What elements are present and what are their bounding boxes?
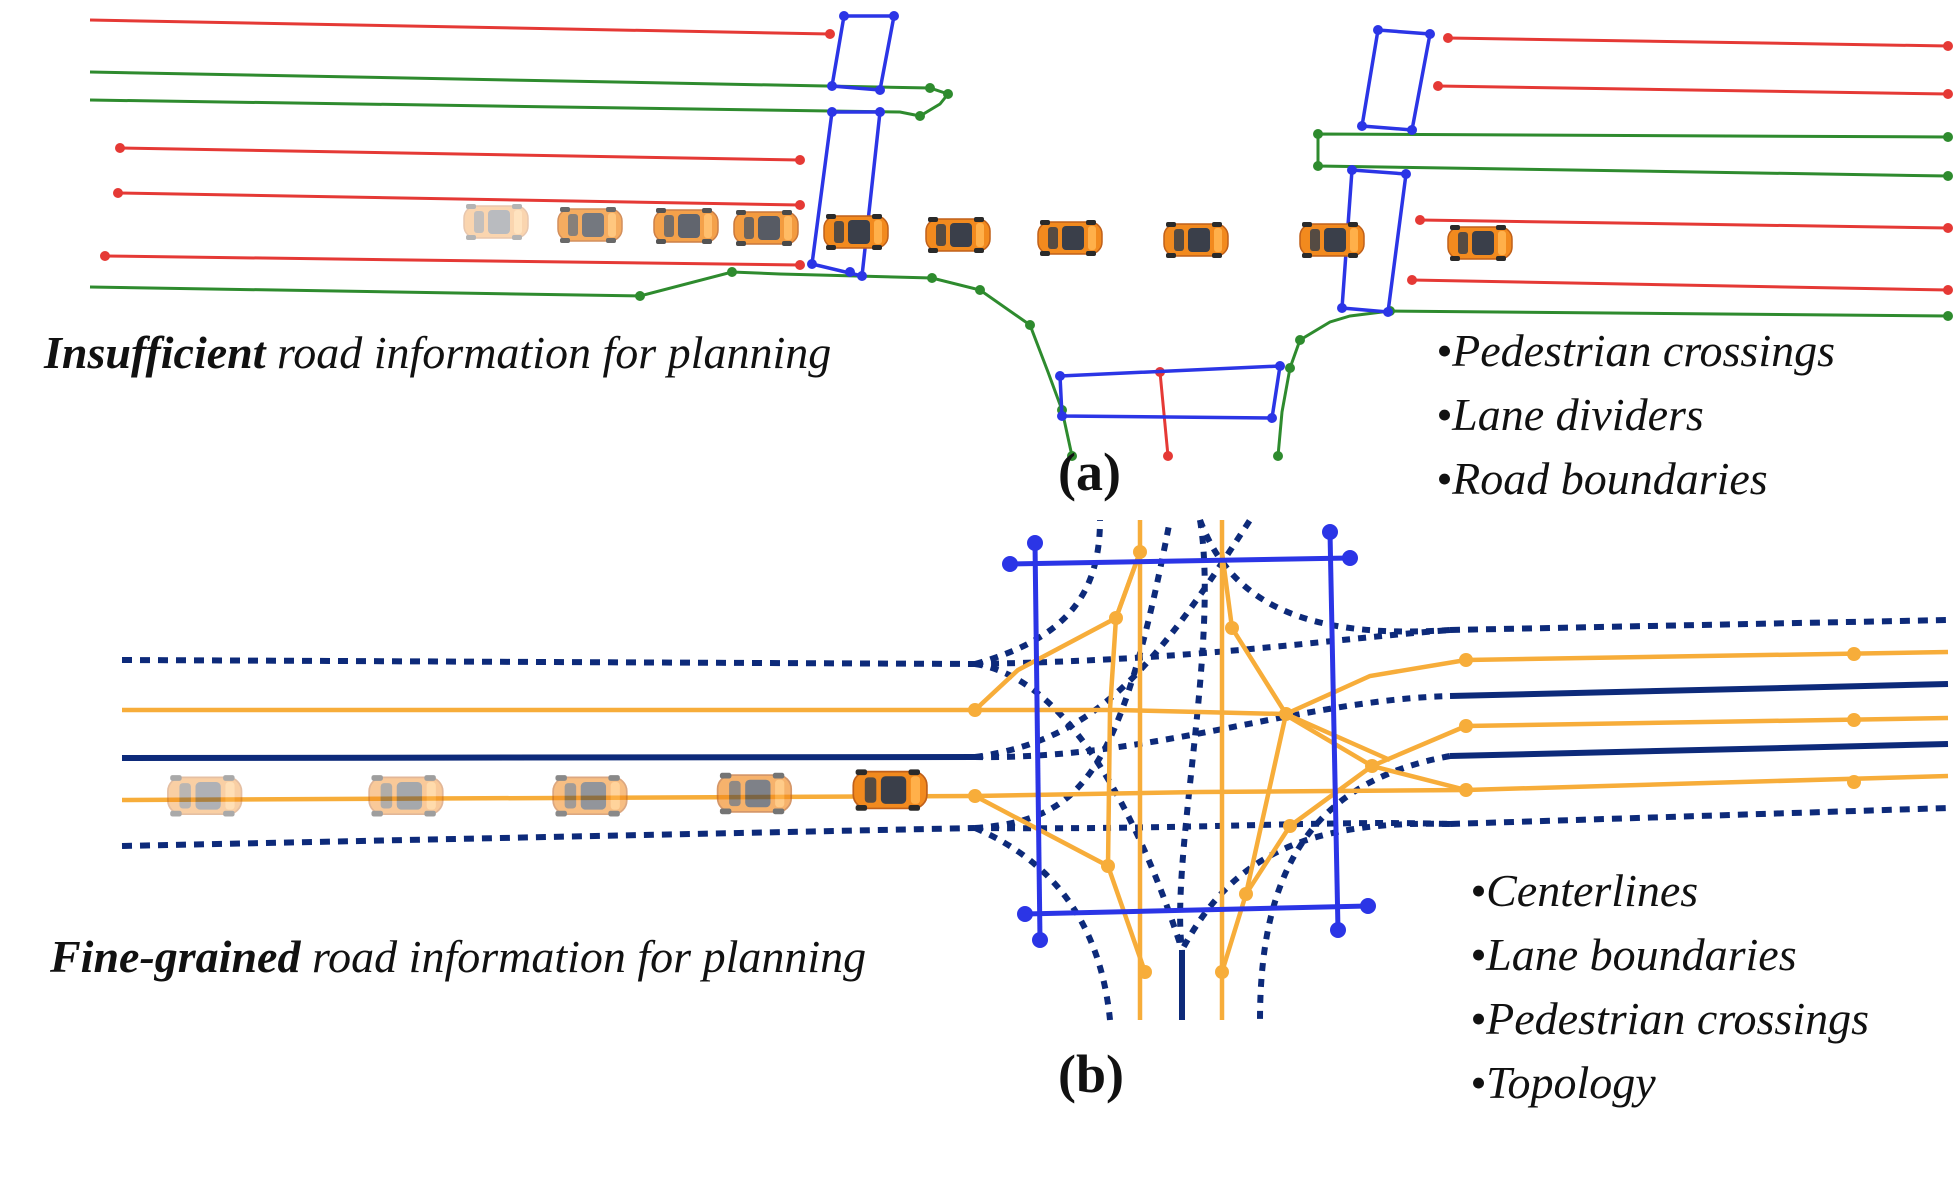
legend-b-item-1: •Centerlines xyxy=(1470,865,1698,916)
legend-b-item-3: •Pedestrian crossings xyxy=(1470,993,1869,1044)
panel-a: Insufficient road information for planni… xyxy=(43,11,1953,504)
legend-b-item-4: •Topology xyxy=(1470,1057,1656,1108)
caption-b: Fine-grained road information for planni… xyxy=(49,931,866,982)
caption-a: Insufficient road information for planni… xyxy=(43,327,831,378)
pedestrian-crossing-points xyxy=(807,11,1435,423)
legend-a-item-1: •Pedestrian crossings xyxy=(1436,325,1835,376)
panel-b-label: (b) xyxy=(1058,1044,1124,1104)
legend-a-item-2: •Lane dividers xyxy=(1436,389,1704,440)
legend-a-item-3: •Road boundaries xyxy=(1436,453,1768,504)
trajectory-cars-a xyxy=(463,203,1513,262)
lane-boundaries xyxy=(121,518,1949,1021)
centerline-points xyxy=(968,545,1861,979)
lane-divider-points xyxy=(100,29,1953,461)
trajectory-cars-b xyxy=(167,768,928,818)
legend-b-item-2: •Lane boundaries xyxy=(1470,929,1797,980)
panel-a-label: (a) xyxy=(1058,442,1121,502)
pedestrian-crossings xyxy=(810,14,1433,420)
panel-b: Fine-grained road information for planni… xyxy=(49,518,1949,1108)
intersection-crossings xyxy=(1009,531,1369,941)
road-boundary-points xyxy=(635,83,1953,461)
centerlines xyxy=(121,520,1949,1020)
lane-dividers xyxy=(89,18,1949,457)
intersection-crossing-points xyxy=(1002,524,1376,948)
